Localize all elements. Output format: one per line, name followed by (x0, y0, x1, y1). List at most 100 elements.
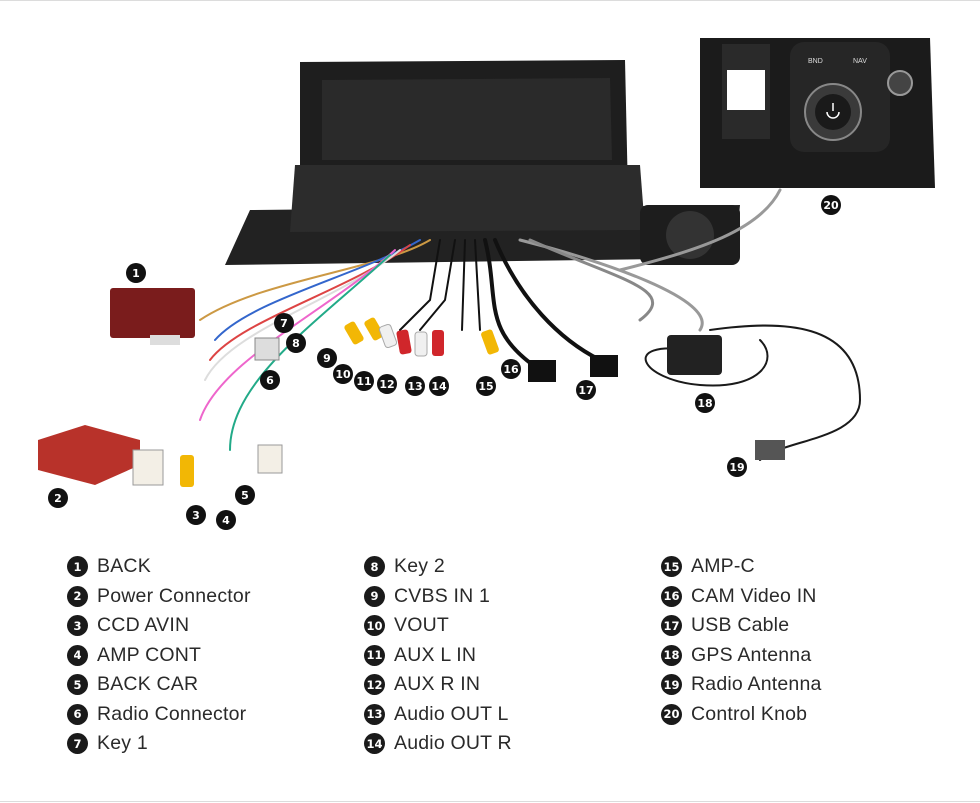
number-badge: 7 (67, 733, 88, 755)
callout-20: 20 (821, 195, 841, 215)
svg-text:8: 8 (292, 337, 300, 350)
number-badge: 5 (67, 674, 88, 696)
power-icon (826, 111, 840, 119)
legend-label: Key 1 (97, 732, 148, 755)
svg-text:2: 2 (54, 492, 62, 505)
legend-label: Audio OUT R (394, 732, 512, 755)
legend-item: 6 Radio Connector (67, 700, 251, 730)
wiring-diagram: BND NAV (38, 38, 935, 530)
callout-7: 7 (274, 313, 294, 333)
legend-label: Audio OUT L (394, 702, 509, 725)
legend-label: CCD AVIN (97, 614, 190, 637)
legend-item: 18 GPS Antenna (661, 641, 822, 671)
svg-text:15: 15 (478, 380, 493, 393)
gps-antenna-block (667, 335, 722, 375)
callout-17: 17 (576, 380, 596, 400)
legend-column-3: 15 AMP-C 16 CAM Video IN 17 USB Cable 18 GPS… (661, 552, 822, 729)
callout-11: 11 (354, 371, 374, 391)
svg-text:18: 18 (697, 397, 712, 410)
number-badge: 13 (364, 703, 385, 725)
callout-19: 19 (727, 457, 747, 477)
svg-text:12: 12 (379, 378, 394, 391)
usb-connector-1 (528, 360, 556, 382)
svg-text:17: 17 (578, 384, 593, 397)
callout-8: 8 (286, 333, 306, 353)
svg-text:1: 1 (132, 267, 140, 280)
number-badge: 14 (364, 733, 385, 755)
legend-label: BACK CAR (97, 673, 199, 696)
legend-item: 14 Audio OUT R (364, 729, 512, 759)
svg-text:20: 20 (823, 199, 839, 212)
callout-3: 3 (186, 505, 206, 525)
legend-item: 16 CAM Video IN (661, 582, 822, 612)
connectors (254, 335, 785, 474)
legend-label: Radio Connector (97, 702, 247, 725)
callouts: 1 2 3 4 5 6 7 8 9 10 11 12 13 14 15 16 1… (48, 195, 841, 530)
legend-item: 15 AMP-C (661, 552, 822, 582)
number-badge: 18 (661, 644, 682, 666)
legend-item: 3 CCD AVIN (67, 611, 251, 641)
radio-antenna-plug (755, 440, 785, 460)
callout-6: 6 (260, 370, 280, 390)
number-badge: 9 (364, 585, 385, 607)
number-badge: 2 (67, 585, 88, 607)
legend-label: GPS Antenna (691, 643, 812, 666)
number-badge: 3 (67, 615, 88, 637)
back-box (110, 288, 195, 345)
callout-2: 2 (48, 488, 68, 508)
number-badge: 15 (661, 556, 682, 578)
top-divider (0, 0, 980, 1)
number-badge: 16 (661, 585, 682, 607)
svg-text:16: 16 (503, 363, 519, 376)
nav-button-label: NAV (853, 58, 867, 65)
legend-item: 11 AUX L IN (364, 641, 512, 671)
number-badge: 19 (661, 674, 682, 696)
rca-plugs (180, 317, 499, 487)
callout-18: 18 (695, 393, 715, 413)
callout-16: 16 (501, 359, 521, 379)
bottom-divider (0, 801, 980, 802)
power-connector (38, 425, 164, 486)
legend-label: AUX L IN (394, 643, 477, 666)
legend-label: USB Cable (691, 614, 790, 637)
svg-text:14: 14 (431, 380, 447, 393)
callout-15: 15 (476, 376, 496, 396)
bnd-button-label: BND (808, 58, 823, 65)
svg-text:13: 13 (407, 380, 422, 393)
legend-item: 17 USB Cable (661, 611, 822, 641)
callout-13: 13 (405, 376, 425, 396)
number-badge: 17 (661, 615, 682, 637)
svg-text:5: 5 (241, 489, 249, 502)
legend-label: CAM Video IN (691, 584, 817, 607)
head-unit (225, 60, 740, 265)
callout-1: 1 (126, 263, 146, 283)
callout-14: 14 (429, 376, 449, 396)
legend-label: Control Knob (691, 702, 808, 725)
svg-text:9: 9 (323, 352, 331, 365)
number-badge: 8 (364, 556, 385, 578)
number-badge: 1 (67, 556, 88, 578)
legend-item: 13 Audio OUT L (364, 700, 512, 730)
svg-text:6: 6 (266, 374, 274, 387)
usb-connector-2 (590, 355, 618, 377)
number-badge: 4 (67, 644, 88, 666)
legend-item: 7 Key 1 (67, 729, 251, 759)
number-badge: 6 (67, 703, 88, 725)
callout-4: 4 (216, 510, 236, 530)
legend-label: AMP-C (691, 555, 755, 578)
svg-text:10: 10 (335, 368, 351, 381)
callout-9: 9 (317, 348, 337, 368)
number-badge: 11 (364, 644, 385, 666)
control-knob-panel: BND NAV (700, 38, 935, 188)
legend-label: Key 2 (394, 555, 445, 578)
legend-label: CVBS IN 1 (394, 584, 491, 607)
legend-item: 5 BACK CAR (67, 670, 251, 700)
